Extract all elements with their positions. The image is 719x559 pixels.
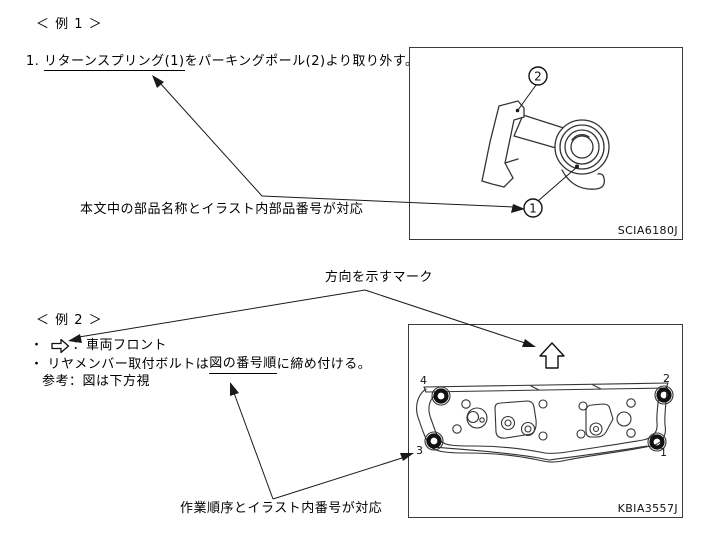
tightening-order-2: 2 [663, 372, 670, 385]
boss-circle [589, 422, 603, 436]
member-bottom-edge [432, 445, 648, 461]
callout-1: 1 [523, 164, 579, 218]
figure2-code: KBIA3557J [617, 502, 678, 515]
member-rail-notches [530, 384, 602, 391]
hole [538, 399, 548, 409]
figure1-code: SCIA6180J [617, 224, 678, 237]
bullet1-text: ：車両フロント [72, 338, 168, 353]
hole [626, 428, 636, 438]
spring-coil-hole [570, 135, 594, 159]
hole [578, 401, 588, 411]
callout-2: 2 [515, 66, 548, 113]
leader-caption1-to-text [159, 82, 263, 197]
hole [461, 399, 471, 409]
boss-circle [500, 415, 516, 431]
bushing-outer [466, 407, 488, 429]
spring-coil-outer [554, 119, 610, 175]
example1-heading: ＜ 例 1 ＞ [36, 17, 103, 32]
bullet2-prefix: リヤメンバー取付ボルトは [47, 357, 210, 372]
spring-coil-inner [564, 129, 600, 165]
member-rail-ends [423, 382, 669, 393]
example1-instruction: 1. リターンスプリング(1)をパーキングポール(2)より取り外す。 [26, 54, 419, 71]
figure2-rear-member: 4 2 3 1 KBIA3557J [408, 324, 683, 518]
example2-bullet-bolts: ・ リヤメンバー取付ボルトは図の番号順に締め付ける。 [30, 356, 371, 374]
spring-tail-hook [561, 169, 605, 190]
tightening-order-3: 3 [416, 444, 423, 457]
bushing-inner [466, 410, 480, 424]
member-top-rail-1 [423, 382, 669, 388]
member-outer-outline [416, 386, 668, 463]
member-right-plate [585, 403, 614, 438]
figure1-pawl-spring: 2 1 SCIA6180J [409, 47, 683, 240]
member-top-rail-2 [425, 387, 667, 393]
pawl-foot-line [504, 158, 519, 164]
bullet-marker: ・ [30, 357, 44, 372]
callout-2-dot [515, 108, 520, 113]
arrowhead-to-order-text [230, 382, 239, 396]
member-left-plate [494, 400, 537, 439]
leader-direction-to-icon [78, 289, 366, 338]
pawl-spring-illustration: 2 1 [481, 66, 610, 218]
boss-circle [504, 419, 512, 427]
pawl-blade [481, 100, 525, 188]
callout-1-number: 1 [529, 202, 537, 216]
callout-2-number: 2 [534, 70, 542, 84]
up-direction-arrow-icon [539, 342, 565, 369]
example2-bullet-front: ・ ：車両フロント [30, 338, 167, 354]
bolt-4 [431, 386, 451, 406]
arrowhead-to-underlined-text [152, 75, 164, 88]
figure1-caption: 本文中の部品名称とイラスト内部品番号が対応 [80, 202, 364, 217]
leader-caption3-to-text [233, 392, 274, 500]
hole [452, 424, 462, 434]
instruction-rest: をパーキングポール(2)より取り外す。 [184, 54, 419, 69]
member-inner-outline [428, 390, 660, 454]
example2-heading: ＜ 例 2 ＞ [36, 313, 103, 328]
rear-member-illustration [416, 342, 674, 463]
instruction-number: 1. [26, 54, 45, 69]
bolt-3 [424, 431, 444, 451]
bullet-marker: ・ [30, 338, 44, 353]
hole [538, 431, 548, 441]
bullet2-underlined-part: 図の番号順 [209, 356, 277, 374]
leader-caption3-to-figure [272, 457, 403, 500]
figure2-caption: 作業順序とイラスト内番号が対応 [180, 501, 383, 516]
tightening-order-1: 1 [660, 446, 667, 459]
mounting-bolts [424, 385, 674, 452]
direction-caption: 方向を示すマーク [325, 270, 434, 285]
spring-hub-crescent [571, 134, 590, 141]
boss-circle [524, 425, 532, 433]
example2-note: 参考：図は下方視 [42, 374, 151, 389]
bullet2-rest: に締め付ける。 [276, 357, 372, 372]
callout-1-dot [575, 164, 579, 169]
tightening-order-4: 4 [420, 374, 427, 387]
instruction-underlined-part: リターンスプリング(1) [44, 54, 185, 71]
bushing-dot [479, 417, 485, 423]
boss-circle [592, 425, 600, 433]
boss-circle [520, 421, 536, 437]
hole [576, 429, 586, 439]
hole-large [616, 411, 632, 427]
spring-coil-mid [559, 124, 605, 170]
front-direction-arrow-icon [50, 338, 69, 354]
bolt-1 [647, 432, 667, 452]
bolt-2 [654, 385, 674, 405]
hole [626, 398, 636, 408]
